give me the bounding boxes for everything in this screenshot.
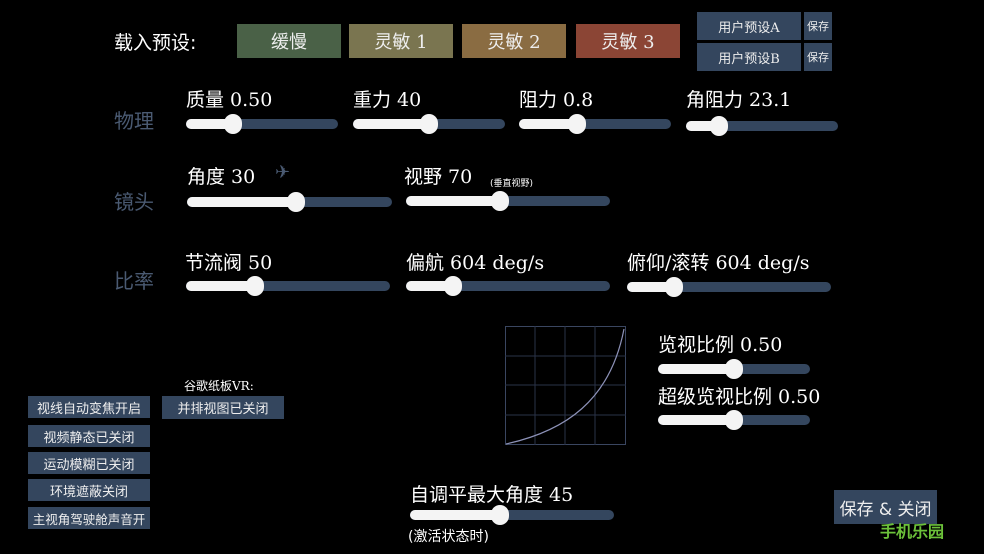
auto-level-slider[interactable] [410, 505, 614, 525]
gravity-slider[interactable] [353, 114, 505, 134]
slider-knob[interactable] [710, 116, 729, 136]
section-physics: 物理 [114, 109, 154, 133]
slider-fill [686, 121, 720, 131]
slider-knob[interactable] [443, 276, 462, 296]
mass-label: 质量 0.50 [186, 89, 273, 111]
auto-level-label: 自调平最大角度 45 [410, 484, 574, 506]
throttle-slider[interactable] [186, 276, 390, 296]
slider-fill [186, 119, 234, 129]
fov-label: 视野 70 [404, 166, 473, 188]
load-preset-label: 载入预设: [114, 32, 197, 54]
fov-slider[interactable] [406, 191, 610, 211]
slider-track[interactable] [627, 282, 831, 292]
drag-slider[interactable] [519, 114, 671, 134]
preset-agile1-button[interactable]: 灵敏 1 [349, 24, 453, 58]
watermark-logo: 手机乐园 [880, 522, 945, 541]
slider-knob[interactable] [490, 505, 509, 525]
slider-fill [627, 282, 674, 292]
section-rates: 比率 [114, 269, 154, 293]
slider-fill [406, 281, 453, 291]
slider-fill [187, 197, 296, 207]
slider-track[interactable] [406, 281, 610, 291]
look-ratio-label: 览视比例 0.50 [658, 334, 783, 356]
pitch-roll-label: 俯仰/滚转 604 deg/s [627, 252, 810, 274]
slider-knob[interactable] [567, 114, 586, 134]
section-camera: 镜头 [114, 190, 154, 214]
response-curve-line [505, 328, 625, 445]
save-preset-a-button[interactable]: 保存 [804, 12, 832, 40]
motion-blur-toggle[interactable]: 运动模糊已关闭 [28, 452, 150, 474]
user-preset-a-button[interactable]: 用户预设A [697, 12, 801, 40]
yaw-slider[interactable] [406, 276, 610, 296]
ambient-occlusion-toggle[interactable]: 环境遮蔽关闭 [28, 479, 150, 501]
slider-knob[interactable] [490, 191, 509, 211]
save-close-button[interactable]: 保存 & 关闭 [834, 490, 937, 524]
slider-track[interactable] [686, 121, 838, 131]
drag-label: 阻力 0.8 [519, 89, 594, 111]
gaze-autozoom-toggle[interactable]: 视线自动变焦开启 [28, 396, 150, 418]
vr-label: 谷歌纸板VR: [184, 379, 254, 393]
save-preset-b-button[interactable]: 保存 [804, 43, 832, 71]
slider-track[interactable] [410, 510, 614, 520]
slider-knob[interactable] [725, 359, 743, 379]
slider-track[interactable] [186, 281, 390, 291]
super-look-ratio-label: 超级览视比例 0.50 [658, 386, 821, 408]
slider-knob[interactable] [725, 410, 743, 430]
yaw-label: 偏航 604 deg/s [406, 252, 545, 274]
angle-slider[interactable] [187, 192, 392, 212]
side-by-side-toggle[interactable]: 并排视图已关闭 [162, 396, 284, 419]
slider-fill [186, 281, 256, 291]
throttle-label: 节流阀 50 [185, 252, 273, 274]
angular-drag-slider[interactable] [686, 116, 838, 136]
pitch-roll-slider[interactable] [627, 277, 831, 297]
slider-knob[interactable] [224, 114, 243, 134]
slider-knob[interactable] [246, 276, 265, 296]
preset-slow-button[interactable]: 缓慢 [237, 24, 341, 58]
gravity-label: 重力 40 [353, 89, 422, 111]
slider-knob[interactable] [664, 277, 683, 297]
slider-track[interactable] [519, 119, 671, 129]
look-ratio-slider[interactable] [658, 359, 810, 379]
airplane-icon: ✈ [275, 162, 291, 183]
cockpit-sound-toggle[interactable]: 主视角驾驶舱声音开 [28, 507, 150, 529]
slider-fill [658, 364, 734, 374]
mass-slider[interactable] [186, 114, 338, 134]
slider-fill [658, 415, 734, 425]
user-preset-b-button[interactable]: 用户预设B [697, 43, 801, 71]
video-static-toggle[interactable]: 视频静态已关闭 [28, 425, 150, 447]
super-look-ratio-slider[interactable] [658, 410, 810, 430]
preset-agile3-button[interactable]: 灵敏 3 [576, 24, 680, 58]
slider-knob[interactable] [420, 114, 438, 134]
angular-drag-label: 角阻力 23.1 [686, 89, 792, 111]
slider-fill [410, 510, 500, 520]
angle-label: 角度 30 [187, 166, 256, 188]
slider-track[interactable] [186, 119, 338, 129]
slider-fill [519, 119, 577, 129]
auto-level-note: (激活状态时) [408, 529, 489, 545]
fov-note: (垂直视野) [490, 179, 534, 189]
response-curve-graph [505, 326, 626, 445]
slider-fill [353, 119, 429, 129]
preset-agile2-button[interactable]: 灵敏 2 [462, 24, 566, 58]
slider-fill [406, 196, 500, 206]
slider-knob[interactable] [286, 192, 305, 212]
